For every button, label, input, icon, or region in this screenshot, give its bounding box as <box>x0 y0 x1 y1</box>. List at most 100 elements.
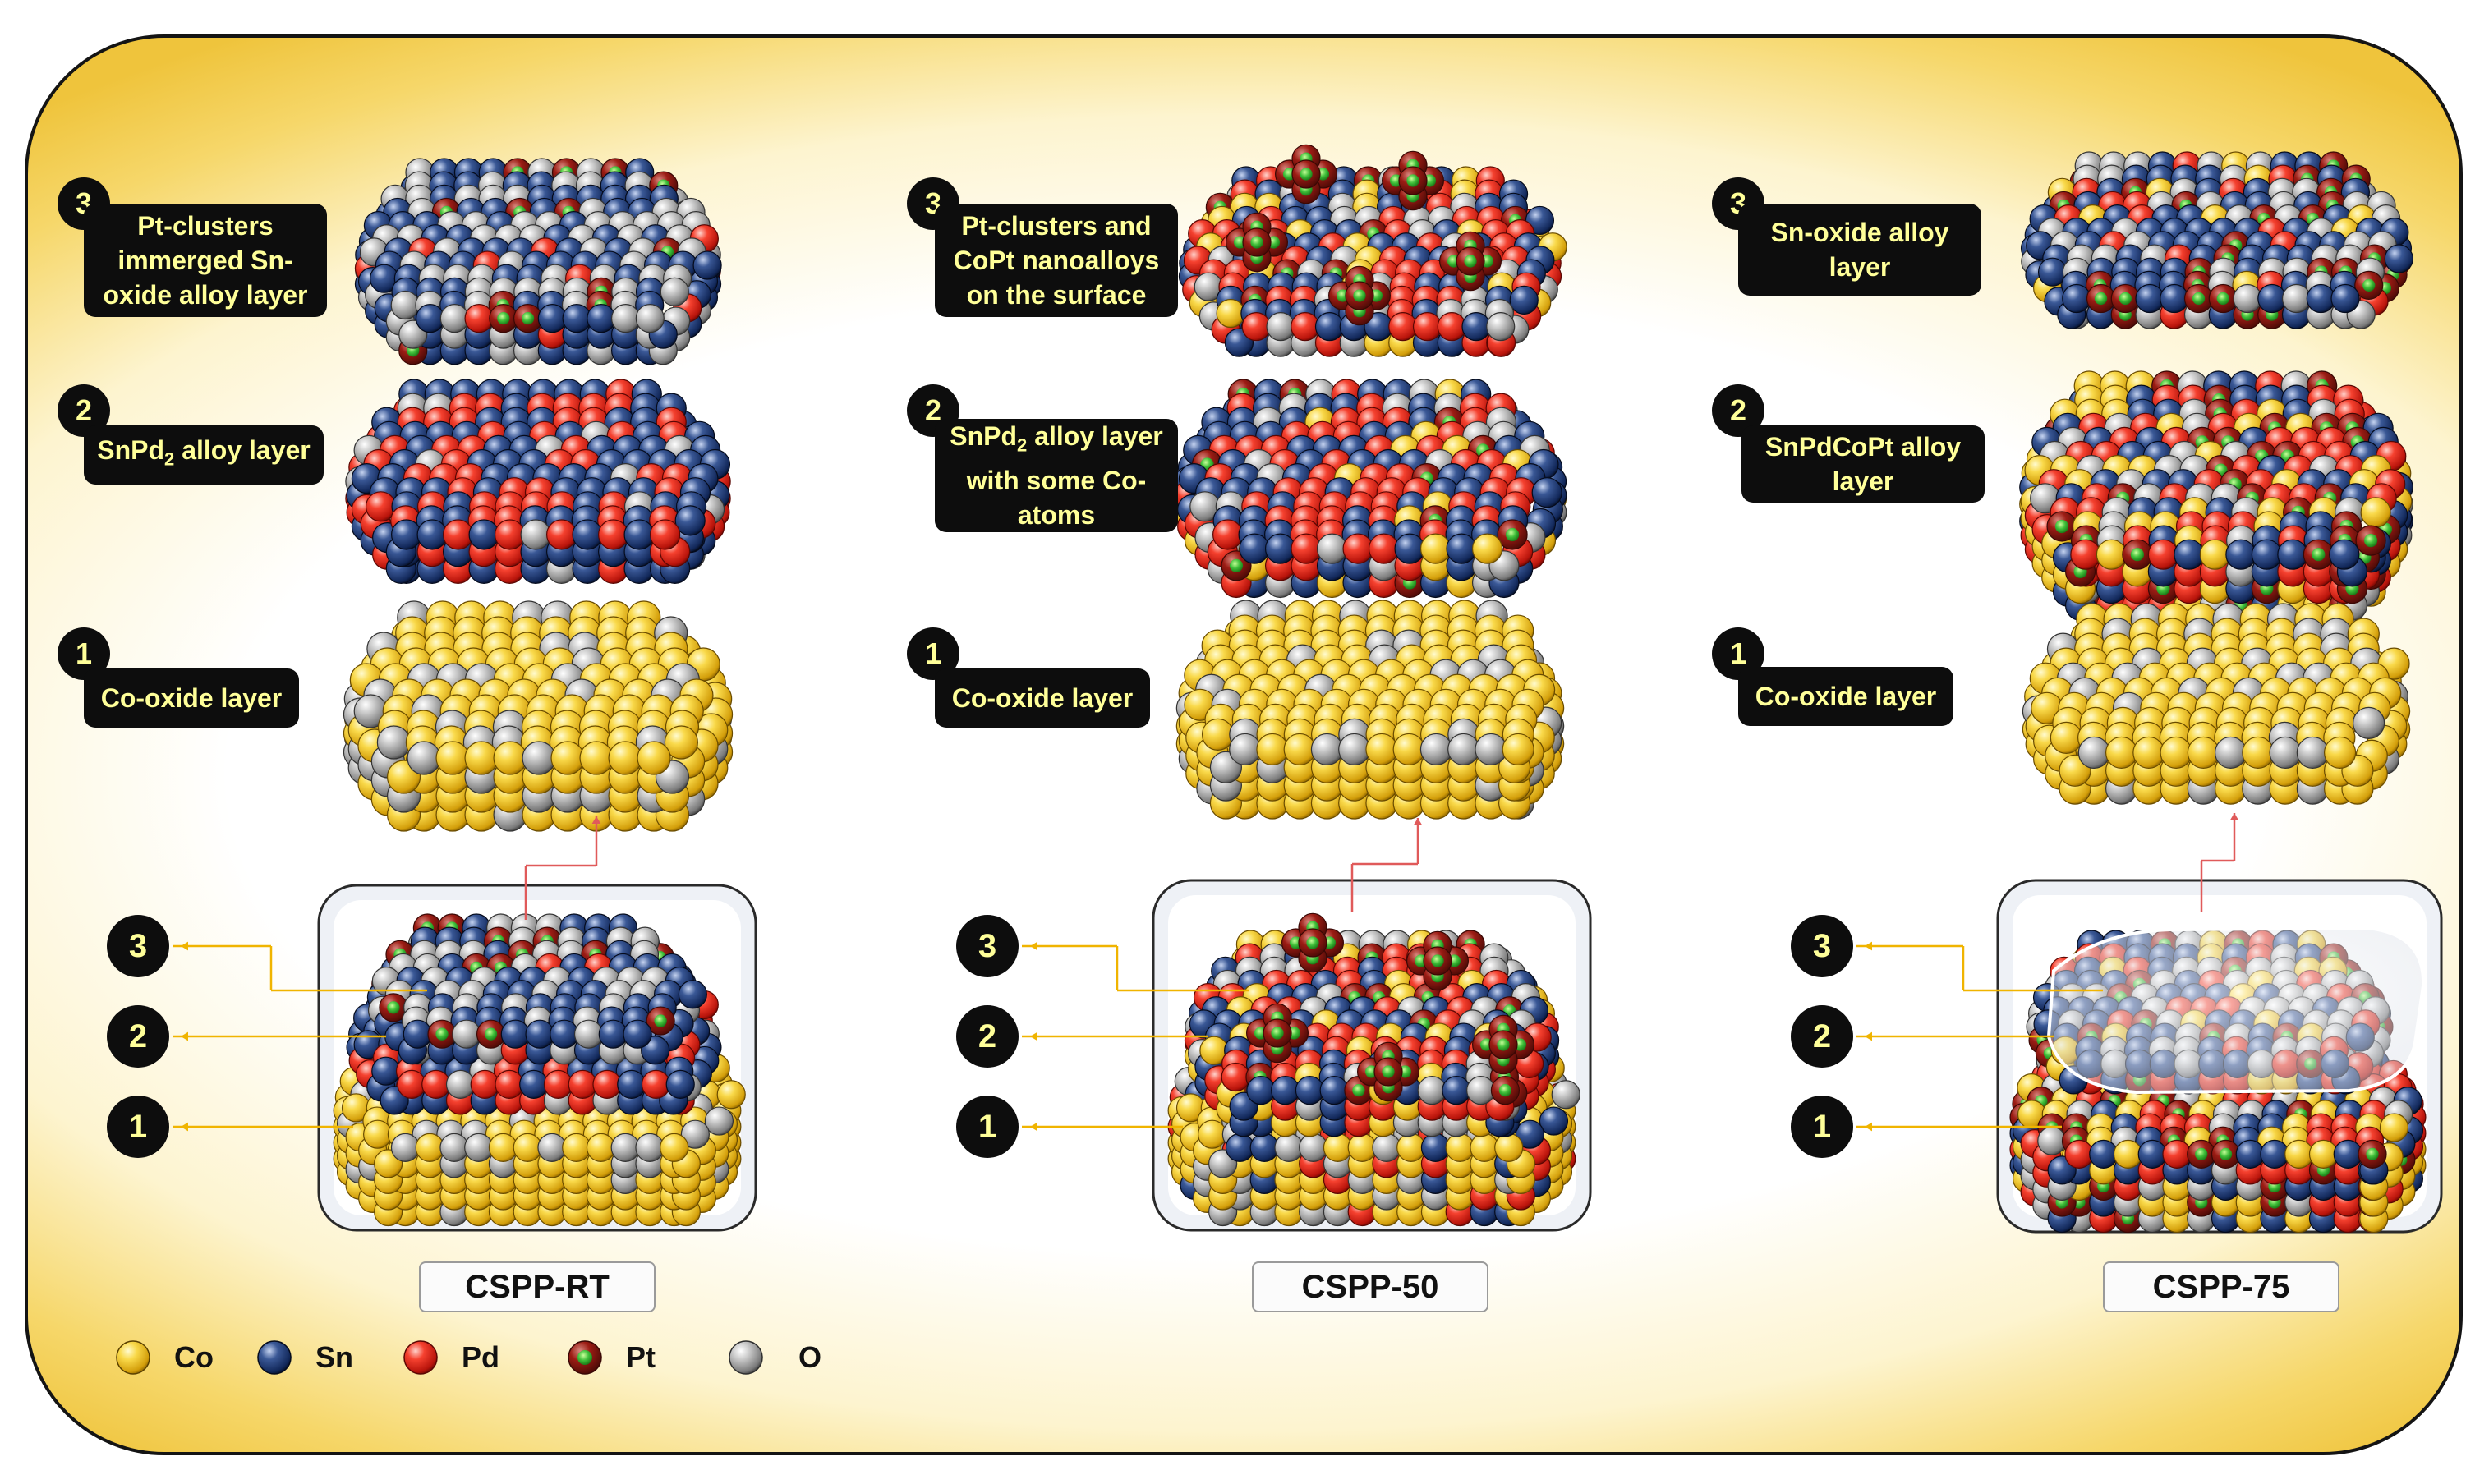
cspp-rt-inset-core <box>333 1013 746 1227</box>
pd-atom <box>2147 539 2178 570</box>
pd-atom <box>443 519 474 550</box>
sn-oxide-shell <box>2046 926 2426 1095</box>
pt-atom-core <box>1352 1084 1365 1097</box>
layer-label-sn-oxide-alloy: Sn-oxide alloy layer <box>1738 204 1981 296</box>
pt-atom-core <box>1306 936 1319 949</box>
arrow-head <box>181 1122 188 1132</box>
o-atom <box>2037 1126 2067 1155</box>
label-line: CoPt nanoalloys <box>953 246 1160 275</box>
sn-atom <box>1509 285 1539 315</box>
pt-atom-core <box>2054 519 2069 534</box>
layer-label-co-oxide: Co-oxide layer <box>935 668 1150 728</box>
sn-atom <box>587 304 616 333</box>
pd-atom <box>495 519 526 550</box>
co-atom <box>464 741 499 775</box>
inset-number-1: 1 <box>107 1096 169 1158</box>
layer-label-pt-clusters-sn-oxide: Pt-clusters immerged Sn- oxide alloy lay… <box>84 204 327 317</box>
pt-atom-core <box>2216 292 2229 306</box>
sn-atom <box>2225 539 2257 570</box>
sn-atom-icon <box>257 1340 292 1375</box>
pt-atom-core <box>2363 534 2378 548</box>
co-atom <box>1445 1133 1475 1162</box>
sample-label-cspp-75: CSPP-75 <box>2103 1261 2339 1312</box>
o-atom <box>1338 733 1371 766</box>
co-atom <box>2284 1139 2314 1169</box>
inset-number-3: 3 <box>107 915 169 977</box>
label-line: Co-oxide layer <box>100 683 283 713</box>
cspp-75-layer-3 <box>2020 151 2413 329</box>
sn-atom <box>2135 283 2165 314</box>
sn-atom <box>1539 1106 1569 1136</box>
o-atom <box>610 304 641 333</box>
legend-pd: Pd <box>403 1339 499 1376</box>
cspp-50-layer-2 <box>1173 379 1567 599</box>
label-line: layer <box>1832 466 1894 496</box>
sn-atom <box>1531 477 1562 508</box>
pt-atom-core <box>2094 292 2108 306</box>
o-atom <box>1417 1076 1447 1105</box>
pd-atom <box>2070 539 2101 570</box>
layer-label-co-oxide: Co-oxide layer <box>84 668 299 728</box>
legend-pt: Pt <box>567 1339 656 1376</box>
sn-atom <box>1442 1076 1471 1105</box>
pt-atom-icon <box>568 1340 602 1375</box>
arrow-head <box>1030 1122 1037 1132</box>
sn-atom <box>674 505 706 536</box>
inset-number-3: 3 <box>956 915 1019 977</box>
pd-atom <box>1342 533 1373 564</box>
cspp-rt-layer-2 <box>345 379 731 585</box>
co-atom <box>2242 736 2275 770</box>
inset-particle-cspp-rt <box>319 885 756 1230</box>
co-atom <box>1392 733 1425 766</box>
cspp-75-layer-2 <box>2019 370 2413 621</box>
pd-atom-icon <box>403 1340 438 1375</box>
arrow-head <box>181 1031 188 1041</box>
sn-atom <box>1271 1076 1300 1105</box>
pt-atom-core <box>1505 527 1520 542</box>
pt-atom-core <box>2312 548 2326 562</box>
pt-atom-core <box>521 312 535 325</box>
co-atom <box>1201 718 1235 751</box>
sn-atom <box>1264 533 1296 564</box>
sn-atom <box>1446 533 1477 564</box>
sn-atom <box>1295 1076 1325 1105</box>
pd-atom <box>464 304 494 333</box>
sn-atom <box>391 519 422 550</box>
pd-atom <box>1412 312 1442 342</box>
arrow-head <box>1030 1031 1037 1041</box>
sn-atom <box>2306 283 2335 314</box>
sn-atom <box>2089 1139 2119 1169</box>
sn-atom <box>2260 1139 2289 1169</box>
co-atom <box>435 741 470 775</box>
o-atom <box>1229 733 1262 766</box>
pt-atom-core <box>1464 255 1477 268</box>
sn-atom <box>1319 1076 1349 1105</box>
pt-atom-core <box>1250 236 1263 249</box>
co-atom <box>1347 1133 1377 1162</box>
pd-atom <box>1212 519 1244 550</box>
sample-label-cspp-50: CSPP-50 <box>1252 1261 1488 1312</box>
cspp-75-layer-1 <box>2022 603 2411 805</box>
o-atom <box>407 741 441 775</box>
sn-atom <box>2174 539 2205 570</box>
label-line: oxide alloy layer <box>103 280 308 310</box>
label-line: immerged Sn- <box>117 246 293 275</box>
arrow-head <box>181 941 188 951</box>
o-atom <box>1310 733 1344 766</box>
sample-label-cspp-rt: CSPP-RT <box>419 1261 656 1312</box>
cspp-50-layer-1 <box>1175 600 1565 820</box>
o-atom <box>635 304 665 333</box>
sn-atom <box>562 304 591 333</box>
o-atom <box>660 277 689 306</box>
pt-atom-core <box>1353 289 1366 302</box>
legend-label: Co <box>174 1340 214 1374</box>
o-atom <box>1299 1133 1328 1162</box>
co-atom <box>2199 539 2230 570</box>
sn-atom <box>1394 533 1425 564</box>
pt-atom-core <box>1498 1084 1512 1097</box>
pt-atom-core <box>2195 1147 2208 1160</box>
pt-atom-core <box>2366 1147 2379 1160</box>
label-line: SnPd2 alloy layer <box>950 421 1163 456</box>
